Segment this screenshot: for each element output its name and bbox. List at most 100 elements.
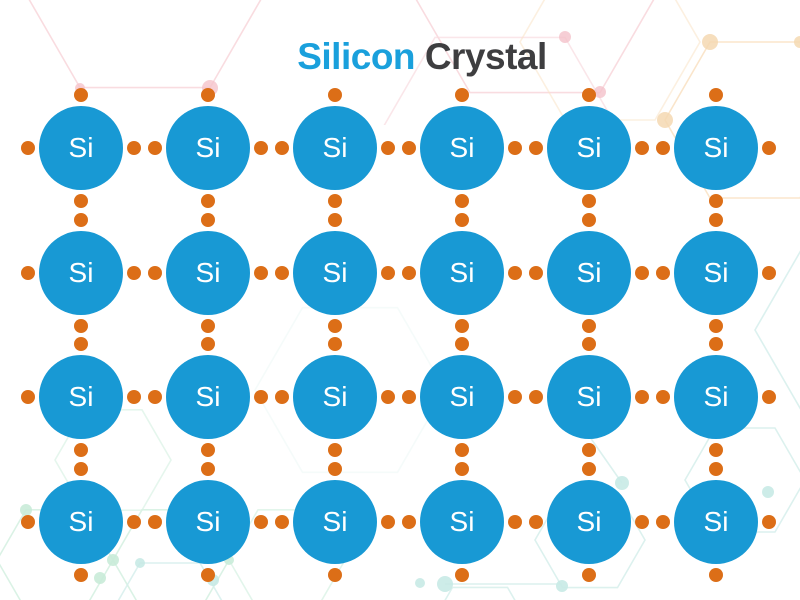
si-atom: Si <box>21 462 141 582</box>
electron-dot <box>455 213 469 227</box>
electron-dot <box>74 194 88 208</box>
si-atom: Si <box>275 462 395 582</box>
electron-dot <box>709 337 723 351</box>
si-atom: Si <box>148 337 268 457</box>
electron-dot <box>328 462 342 476</box>
atom-symbol: Si <box>449 132 475 163</box>
si-atom: Si <box>529 462 649 582</box>
electron-dot <box>455 337 469 351</box>
electron-dot <box>582 443 596 457</box>
electron-dot <box>455 194 469 208</box>
electron-dot <box>21 515 35 529</box>
atom-symbol: Si <box>68 257 94 288</box>
electron-dot <box>254 390 268 404</box>
electron-dot <box>508 141 522 155</box>
electron-dot <box>381 266 395 280</box>
electron-dot <box>529 141 543 155</box>
si-atom: Si <box>148 213 268 333</box>
si-atom: Si <box>656 337 776 457</box>
atom-symbol: Si <box>322 132 348 163</box>
electron-dot <box>582 88 596 102</box>
electron-dot <box>74 443 88 457</box>
electron-dot <box>656 266 670 280</box>
si-atom: Si <box>275 88 395 208</box>
electron-dot <box>275 390 289 404</box>
si-atom: Si <box>275 213 395 333</box>
electron-dot <box>709 319 723 333</box>
electron-dot <box>455 319 469 333</box>
electron-dot <box>275 266 289 280</box>
electron-dot <box>328 568 342 582</box>
electron-dot <box>762 390 776 404</box>
atom-symbol: Si <box>322 257 348 288</box>
electron-dot <box>656 515 670 529</box>
atom-symbol: Si <box>195 506 221 537</box>
electron-dot <box>402 266 416 280</box>
title-word-crystal: Crystal <box>424 35 547 77</box>
atom-symbol: Si <box>576 381 602 412</box>
electron-dot <box>455 88 469 102</box>
electron-dot <box>709 194 723 208</box>
electron-dot <box>328 88 342 102</box>
atom-symbol: Si <box>449 506 475 537</box>
electron-dot <box>254 515 268 529</box>
electron-dot <box>402 390 416 404</box>
electron-dot <box>275 141 289 155</box>
electron-dot <box>762 266 776 280</box>
electron-dot <box>709 462 723 476</box>
atom-symbol: Si <box>576 506 602 537</box>
si-atom: Si <box>529 213 649 333</box>
si-atom: Si <box>656 88 776 208</box>
electron-dot <box>709 443 723 457</box>
si-atom: Si <box>148 462 268 582</box>
electron-dot <box>582 568 596 582</box>
si-atom: Si <box>656 213 776 333</box>
electron-dot <box>127 141 141 155</box>
electron-dot <box>402 141 416 155</box>
electron-dot <box>328 319 342 333</box>
atom-symbol: Si <box>68 506 94 537</box>
atom-symbol: Si <box>449 381 475 412</box>
electron-dot <box>529 515 543 529</box>
si-atom: Si <box>402 462 522 582</box>
electron-dot <box>656 141 670 155</box>
electron-dot <box>635 266 649 280</box>
atom-symbol: Si <box>195 257 221 288</box>
electron-dot <box>127 515 141 529</box>
si-atom: Si <box>148 88 268 208</box>
electron-dot <box>127 266 141 280</box>
electron-dot <box>529 266 543 280</box>
electron-dot <box>254 141 268 155</box>
atom-symbol: Si <box>703 381 729 412</box>
si-atom: Si <box>21 88 141 208</box>
si-atom: Si <box>529 337 649 457</box>
hex-nodes-peach <box>657 34 800 128</box>
electron-dot <box>762 515 776 529</box>
electron-dot <box>402 515 416 529</box>
si-atom: Si <box>402 337 522 457</box>
electron-dot <box>635 390 649 404</box>
electron-dot <box>254 266 268 280</box>
electron-dot <box>635 515 649 529</box>
atom-symbol: Si <box>195 132 221 163</box>
electron-dot <box>201 443 215 457</box>
electron-dot <box>582 337 596 351</box>
electron-dot <box>709 88 723 102</box>
electron-dot <box>328 337 342 351</box>
electron-dot <box>455 568 469 582</box>
electron-dot <box>201 337 215 351</box>
electron-dot <box>455 443 469 457</box>
electron-dot <box>762 141 776 155</box>
electron-dot <box>148 266 162 280</box>
electron-dot <box>127 390 141 404</box>
electron-dot <box>201 568 215 582</box>
atom-symbol: Si <box>322 506 348 537</box>
atom-symbol: Si <box>449 257 475 288</box>
si-atom: Si <box>402 88 522 208</box>
electron-dot <box>709 213 723 227</box>
electron-dot <box>381 390 395 404</box>
si-atom: Si <box>21 337 141 457</box>
atom-symbol: Si <box>68 381 94 412</box>
electron-dot <box>74 462 88 476</box>
